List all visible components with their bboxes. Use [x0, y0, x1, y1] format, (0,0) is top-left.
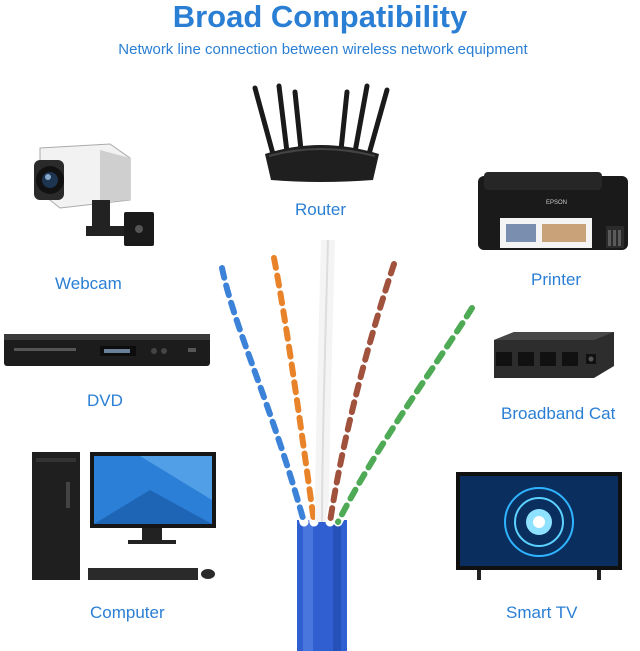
broadband-cat-label: Broadband Cat [501, 404, 616, 423]
router-label: Router [295, 200, 347, 219]
page-title: Broad Compatibility [172, 0, 468, 34]
printer-icon: EPSON [478, 172, 628, 250]
dvd-label: DVD [87, 391, 123, 410]
computer-label: Computer [90, 603, 165, 622]
network-switch-icon [494, 332, 614, 378]
desktop-computer-icon [32, 452, 216, 580]
printer-label: Printer [531, 270, 582, 289]
webcam-label: Webcam [55, 274, 122, 293]
router-icon [252, 83, 390, 182]
smart-tv-icon [456, 472, 622, 580]
printer-brand: EPSON [546, 200, 567, 206]
dvd-player-icon [4, 334, 210, 366]
security-camera-icon [34, 143, 154, 246]
smart-tv-label: Smart TV [506, 603, 578, 622]
page-subtitle: Network line connection between wireless… [118, 41, 528, 58]
